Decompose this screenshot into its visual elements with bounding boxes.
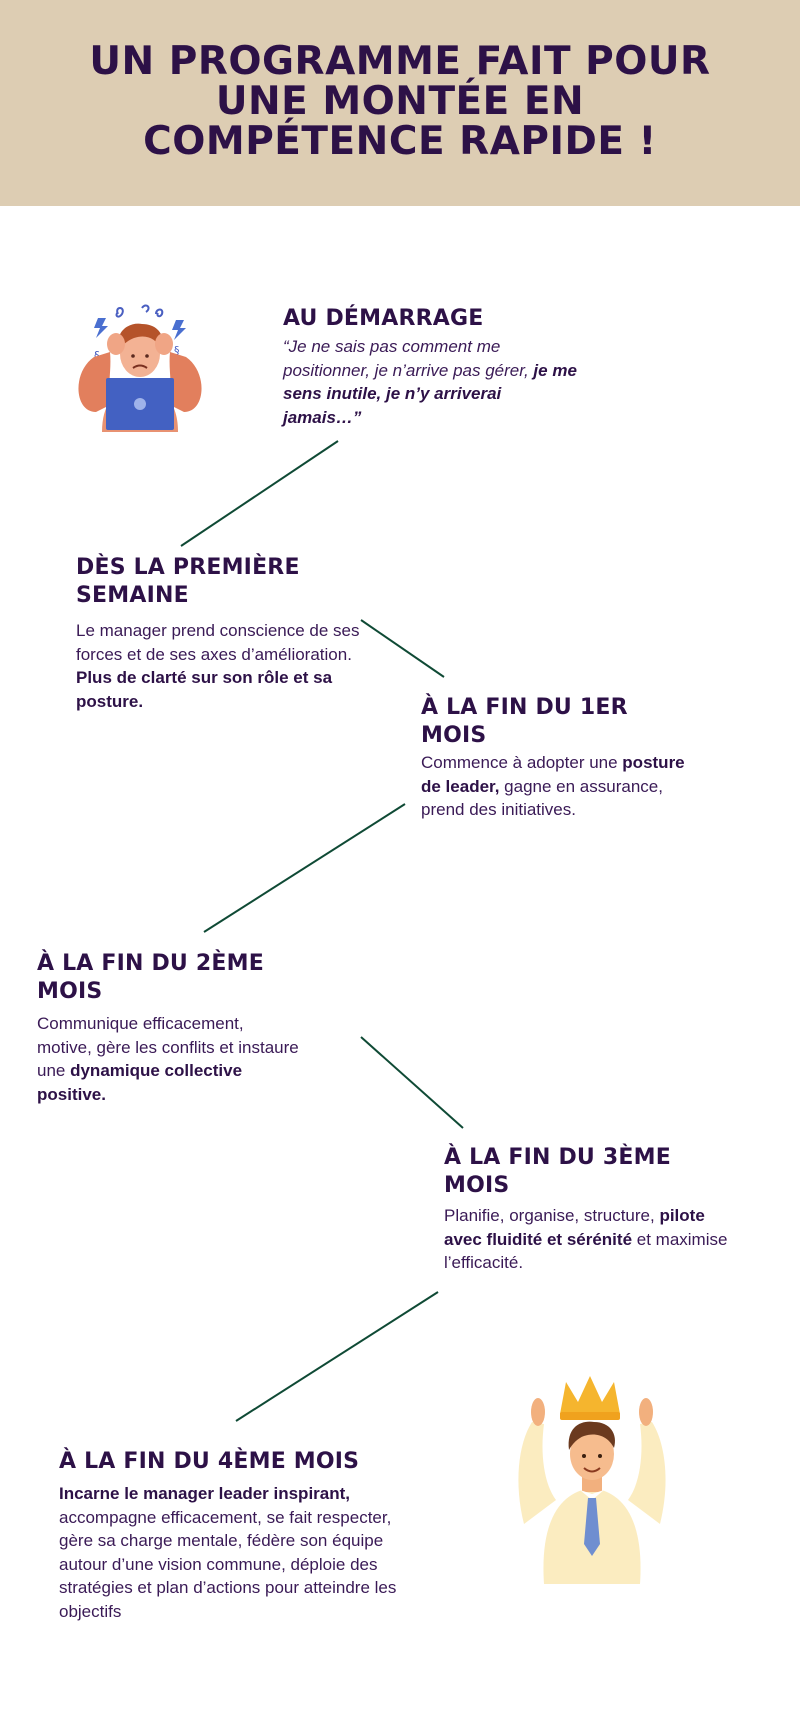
- title-line-3: COMPÉTENCE RAPIDE !: [143, 119, 657, 164]
- step-title: DÈS LA PREMIÈRE SEMAINE: [76, 555, 300, 608]
- step-description: Incarne le manager leader inspirant, acc…: [59, 1482, 429, 1623]
- step-emphasis: dynamique collective positive.: [37, 1061, 243, 1104]
- step-emphasis: Incarne le manager leader inspirant,: [59, 1484, 351, 1503]
- svg-text:§: §: [174, 344, 180, 357]
- step-emphasis: Plus de clarté sur son rôle et sa postur…: [76, 668, 333, 711]
- crowned-leader-icon: [518, 1376, 666, 1584]
- step-text-after: gagne en assurance, prend des initiative…: [421, 776, 663, 820]
- step-title: À LA FIN DU 3ÈME MOIS: [444, 1145, 671, 1198]
- step-title: AU DÉMARRAGE: [283, 306, 484, 331]
- step-title: À LA FIN DU 4ÈME MOIS: [59, 1449, 360, 1474]
- step-month-1: À LA FIN DU 1ER MOIS Commence à adopter …: [421, 694, 686, 822]
- svg-text:§: §: [94, 349, 100, 363]
- connector-line-5: [235, 1291, 439, 1422]
- step-text: Communique efficacement, motive, gère le…: [37, 1014, 299, 1080]
- step-text: Le manager prend conscience de ses force…: [76, 621, 360, 664]
- page-title: UN PROGRAMME FAIT POUR UNE MONTÉE EN COM…: [0, 42, 800, 162]
- step-title: À LA FIN DU 1ER MOIS: [421, 695, 628, 748]
- step-month-2: À LA FIN DU 2ÈME MOIS Communique efficac…: [37, 950, 302, 1106]
- step-description: “Je ne sais pas comment me positionner, …: [283, 335, 583, 429]
- step-description: Le manager prend conscience de ses force…: [76, 619, 376, 713]
- step-emphasis: pilote avec fluidité et sérénité: [444, 1206, 705, 1249]
- connector-line-1: [180, 440, 339, 547]
- quote-text: “Je ne sais pas comment me positionner, …: [283, 337, 534, 380]
- step-text: Planifie, organise, structure,: [444, 1206, 660, 1225]
- header-banner: UN PROGRAMME FAIT POUR UNE MONTÉE EN COM…: [0, 0, 800, 206]
- step-first-week: DÈS LA PREMIÈRE SEMAINE Le manager prend…: [76, 554, 376, 713]
- connector-line-2: [360, 619, 445, 678]
- title-line-2: UNE MONTÉE EN: [215, 79, 585, 124]
- title-line-1: UN PROGRAMME FAIT POUR: [89, 39, 711, 84]
- step-month-4: À LA FIN DU 4ÈME MOIS Incarne le manager…: [59, 1448, 429, 1623]
- quote-emphasis: je me sens inutile, je n’y arriverai jam…: [283, 360, 577, 427]
- step-text: Commence à adopter une: [421, 753, 623, 772]
- step-month-3: À LA FIN DU 3ÈME MOIS Planifie, organise…: [444, 1144, 734, 1275]
- stressed-person-laptop-icon: § §: [78, 304, 202, 432]
- step-emphasis: posture de leader,: [421, 753, 685, 796]
- step-title: À LA FIN DU 2ÈME MOIS: [37, 951, 264, 1004]
- step-text-after: et maximise l’efficacité.: [444, 1229, 728, 1273]
- connector-line-3: [203, 803, 406, 933]
- step-text-after: accompagne efficacement, se fait respect…: [59, 1507, 397, 1621]
- step-description: Communique efficacement, motive, gère le…: [37, 1012, 302, 1106]
- step-start: AU DÉMARRAGE “Je ne sais pas comment me …: [283, 305, 583, 429]
- connector-line-4: [360, 1036, 464, 1129]
- step-description: Planifie, organise, structure, pilote av…: [444, 1204, 734, 1275]
- step-description: Commence à adopter une posture de leader…: [421, 751, 686, 822]
